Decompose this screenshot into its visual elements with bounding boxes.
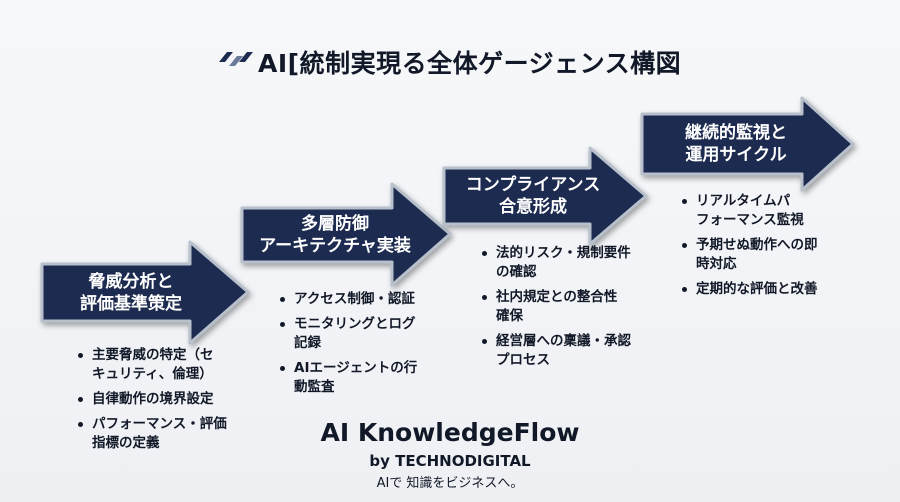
step-bullets-2: アクセス制御・認証 モニタリングとログ 記録 AIエージェントの行 動監査 bbox=[278, 290, 448, 403]
list-item: 経営層への稟議・承認 プロセス bbox=[480, 332, 660, 370]
list-item: 自律動作の境界設定 bbox=[76, 390, 276, 409]
list-item: パフォーマンス・評価 指標の定義 bbox=[76, 415, 276, 453]
list-item: アクセス制御・認証 bbox=[278, 290, 448, 309]
step-bullets-4: リアルタイムパ フォーマンス監視 予期せぬ動作への即 時対応 定期的な評価と改善 bbox=[680, 192, 860, 305]
brand-byline: by TECHNODIGITAL bbox=[369, 452, 531, 470]
step-label-1: 脅威分析と 評価基準策定 bbox=[80, 272, 182, 314]
step-label-2: 多層防御 アーキテクチャ実装 bbox=[259, 214, 411, 256]
chain-link-logo-icon bbox=[219, 52, 253, 66]
brand-tagline: AIで 知識をビジネスへ。 bbox=[376, 476, 524, 491]
step-arrow-4-icon bbox=[640, 96, 855, 192]
step-bullets-1: 主要脅威の特定（セ キュリティ、倫理） 自律動作の境界設定 パフォーマンス・評価… bbox=[76, 346, 276, 459]
list-item: 法的リスク・規制要件 の確認 bbox=[480, 244, 660, 282]
title-row: AI[統制実現る全体ゲージェンス構図 bbox=[0, 40, 900, 80]
list-item: 社内規定との整合性 確保 bbox=[480, 288, 660, 326]
step-arrow-1-icon bbox=[40, 240, 250, 345]
list-item: 予期せぬ動作への即 時対応 bbox=[680, 236, 860, 274]
list-item: リアルタイムパ フォーマンス監視 bbox=[680, 192, 860, 230]
list-item: モニタリングとログ 記録 bbox=[278, 315, 448, 353]
step-bullets-3: 法的リスク・規制要件 の確認 社内規定との整合性 確保 経営層への稟議・承認 プ… bbox=[480, 244, 660, 376]
step-arrow-2-icon bbox=[240, 182, 452, 287]
list-item: AIエージェントの行 動監査 bbox=[278, 359, 448, 397]
page-title: AI[統制実現る全体ゲージェンス構図 bbox=[258, 49, 682, 78]
step-arrow-3-icon bbox=[442, 146, 648, 246]
list-item: 主要脅威の特定（セ キュリティ、倫理） bbox=[76, 346, 276, 384]
step-label-3: コンプライアンス 合意形成 bbox=[465, 175, 601, 217]
brand-name: AI KnowledgeFlow bbox=[320, 418, 580, 447]
brand-block: AI KnowledgeFlow by TECHNODIGITAL AIで 知識… bbox=[0, 418, 900, 494]
list-item: 定期的な評価と改善 bbox=[680, 280, 860, 299]
step-label-4: 継続的監視と 運用サイクル bbox=[685, 123, 787, 165]
